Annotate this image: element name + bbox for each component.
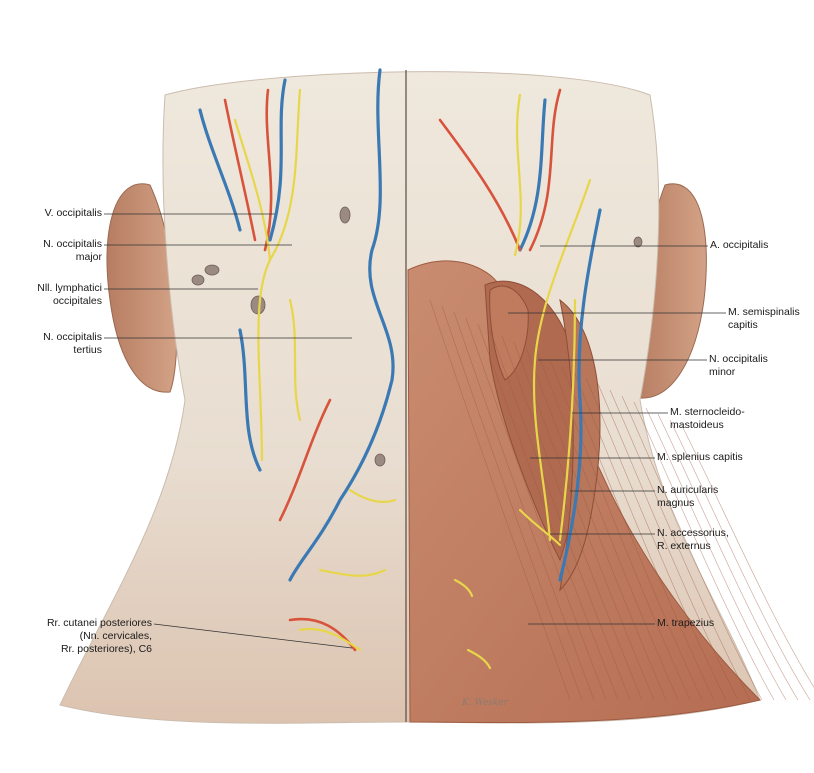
label-line: M. semispinalis: [728, 306, 800, 318]
vein-right-lateral: [558, 208, 602, 582]
muscle-fibre: [477, 323, 619, 701]
label-line: Rr. cutanei posteriores: [46, 617, 152, 629]
muscle-fibre: [585, 377, 727, 701]
muscle-fibre: [657, 413, 799, 701]
muscle-fibre: [465, 317, 607, 701]
nerve-occipitalis-tertius: [288, 298, 302, 422]
muscle-fibre: [573, 371, 715, 701]
label-v-occipitalis: V. occipitalis: [45, 207, 102, 220]
muscle-fibre: [537, 353, 679, 701]
leader-rr-cutanei: [153, 623, 353, 649]
lymph-node: [633, 236, 643, 248]
label-line: Nll. lymphatici: [37, 282, 102, 294]
label-line: N. occipitalis: [709, 353, 768, 365]
muscle-fibre: [489, 329, 631, 701]
muscle-fibre: [621, 395, 763, 701]
artist-signature: K. Wesker: [462, 698, 508, 708]
artery-left-cutaneous: [278, 398, 332, 522]
label-m-sternocleido: M. sternocleido-mastoideus: [670, 406, 745, 432]
label-line: mastoideus: [670, 419, 724, 431]
artery-right-occipital: [528, 88, 562, 252]
lymph-node: [191, 274, 205, 286]
label-line: major: [75, 251, 102, 263]
artery-left-branch: [223, 98, 257, 242]
label-line: M. splenius capitis: [657, 451, 743, 463]
muscle-fibre: [549, 359, 691, 701]
semispinalis-muscle: [489, 285, 529, 381]
lymph-node: [339, 206, 351, 224]
label-line: M. sternocleido-: [670, 406, 745, 418]
lymph-nodes: [191, 206, 643, 467]
label-line: M. trapezius: [657, 617, 715, 629]
nerves: [233, 88, 592, 670]
label-line: N. accessorius,: [657, 527, 729, 539]
label-a-occipitalis: A. occipitalis: [710, 239, 768, 252]
nerve-occipitalis-minor: [532, 178, 592, 542]
nerve-cutaneous-3: [298, 627, 362, 652]
label-line: Rr. posteriores), C6: [60, 643, 152, 655]
muscle-fibre: [501, 335, 643, 701]
muscle-fibre: [525, 347, 667, 701]
nerve-left-branch: [233, 118, 272, 262]
nerve-cutaneous-2: [318, 568, 387, 577]
label-line: tertius: [73, 344, 102, 356]
muscle-fibres: [429, 299, 814, 701]
muscle-fibre: [441, 305, 583, 701]
label-line: N. occipitalis: [43, 238, 102, 250]
label-m-trapezius: M. trapezius: [657, 617, 714, 630]
muscle-fibre: [633, 401, 775, 701]
muscle-fibre: [429, 299, 571, 701]
label-line: minor: [709, 366, 736, 378]
vein-right-occipital: [518, 98, 547, 252]
label-m-splenius: M. splenius capitis: [657, 451, 743, 464]
vein-midline: [288, 68, 395, 582]
muscle-fibre: [561, 365, 703, 701]
muscle-fibre: [597, 383, 739, 701]
veins: [198, 68, 602, 582]
label-line: N. auricularis: [657, 484, 719, 496]
muscle-fibre: [453, 311, 595, 701]
muscle-fibre: [645, 407, 787, 701]
leader-lines: [104, 213, 726, 649]
lymph-node: [374, 453, 386, 467]
nerve-right-lower: [453, 578, 474, 598]
artery-right-branch: [438, 118, 522, 252]
nerve-right-occipital: [513, 93, 522, 257]
nerve-cutaneous-1: [348, 488, 397, 504]
label-line: occipitales: [52, 295, 102, 307]
label-rr-cutanei: Rr. cutanei posteriores(Nn. cervicales,R…: [47, 617, 152, 656]
label-n-accessorius: N. accessorius,R. externus: [657, 527, 729, 553]
label-line: capitis: [728, 319, 758, 331]
label-line: V. occipitalis: [44, 207, 102, 219]
artery-left-occipital: [263, 88, 273, 252]
muscle-fibre: [513, 341, 655, 701]
lymph-node: [204, 264, 220, 276]
vein-left-lower: [238, 328, 262, 472]
arteries: [223, 88, 562, 652]
label-line: (Nn. cervicales,: [79, 630, 152, 642]
muscle-fibre: [669, 419, 811, 701]
muscle-fibre: [681, 425, 814, 688]
muscle-fibre: [609, 389, 751, 701]
label-line: A. occipitalis: [710, 239, 769, 251]
label-line: R. externus: [657, 540, 711, 552]
nerve-right-lower-2: [466, 648, 492, 670]
nerve-accessorius: [518, 508, 562, 547]
label-line: N. occipitalis: [43, 331, 102, 343]
vein-left-branch: [198, 108, 242, 232]
label-line: magnus: [657, 497, 695, 509]
nerve-auricularis-magnus: [558, 298, 577, 542]
vein-left-occipital: [268, 78, 287, 242]
